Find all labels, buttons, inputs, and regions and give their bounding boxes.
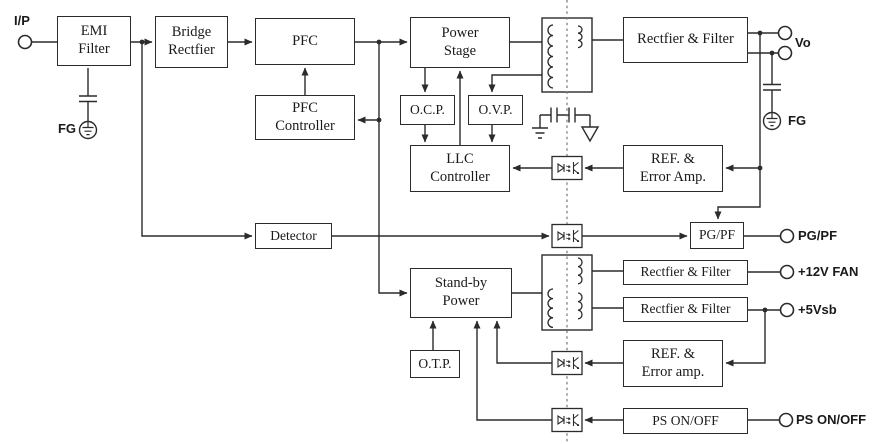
- terminal-label-input: I/P: [14, 13, 30, 28]
- terminal-circle: [17, 34, 33, 50]
- block-pfc-controller: PFC Controller: [255, 95, 355, 140]
- optocoupler-icon: [551, 155, 583, 181]
- terminal-label-fg-left: FG: [57, 121, 76, 136]
- terminal-circle: [779, 302, 795, 318]
- junction-dots: [139, 30, 775, 313]
- optocoupler-icon: [551, 407, 583, 433]
- terminal-circle: [777, 25, 793, 41]
- terminal-label-5vsb: +5Vsb: [798, 302, 837, 317]
- block-ocp: O.C.P.: [400, 95, 455, 125]
- terminal-label-vo: Vo: [795, 35, 811, 50]
- block-pg-pf: PG/PF: [690, 222, 744, 249]
- block-llc-controller: LLC Controller: [410, 145, 510, 192]
- terminal-label-fg-right: FG: [788, 113, 807, 128]
- terminal-circle: [779, 264, 795, 280]
- block-bridge-rectifier: Bridge Rectfier: [155, 16, 228, 68]
- block-standby-power: Stand-by Power: [410, 268, 512, 318]
- block-ovp: O.V.P.: [468, 95, 523, 125]
- block-ps-on-off: PS ON/OFF: [623, 408, 748, 434]
- block-rectifier-filter-fan: Rectfier & Filter: [623, 260, 748, 285]
- block-ref-error-amp-standby: REF. & Error amp.: [623, 340, 723, 387]
- block-emi-filter: EMI Filter: [57, 16, 131, 66]
- optocoupler-icon: [551, 223, 583, 249]
- block-pfc: PFC: [255, 18, 355, 65]
- terminal-label-ps-on-off: PS ON/OFF: [796, 412, 867, 427]
- terminal-label-12v-fan: +12V FAN: [798, 264, 859, 279]
- terminal-circle: [779, 228, 795, 244]
- block-rectifier-filter-5vsb: Rectfier & Filter: [623, 297, 748, 322]
- triangle-ground-icon: [580, 126, 600, 143]
- block-detector: Detector: [255, 223, 332, 249]
- block-otp: O.T.P.: [410, 350, 460, 378]
- earth-ground-icon: [532, 127, 548, 139]
- block-ref-error-amp: REF. & Error Amp.: [623, 145, 723, 192]
- block-rectifier-filter-main: Rectfier & Filter: [623, 17, 748, 63]
- block-power-stage: Power Stage: [410, 17, 510, 68]
- optocoupler-icon: [551, 350, 583, 376]
- fg-earth-icon: [762, 111, 782, 131]
- terminal-circle: [777, 45, 793, 61]
- wires: [31, 32, 781, 424]
- fg-earth-icon: [78, 120, 98, 140]
- terminal-circle: [778, 412, 794, 428]
- terminal-label-pg-pf: PG/PF: [798, 228, 838, 243]
